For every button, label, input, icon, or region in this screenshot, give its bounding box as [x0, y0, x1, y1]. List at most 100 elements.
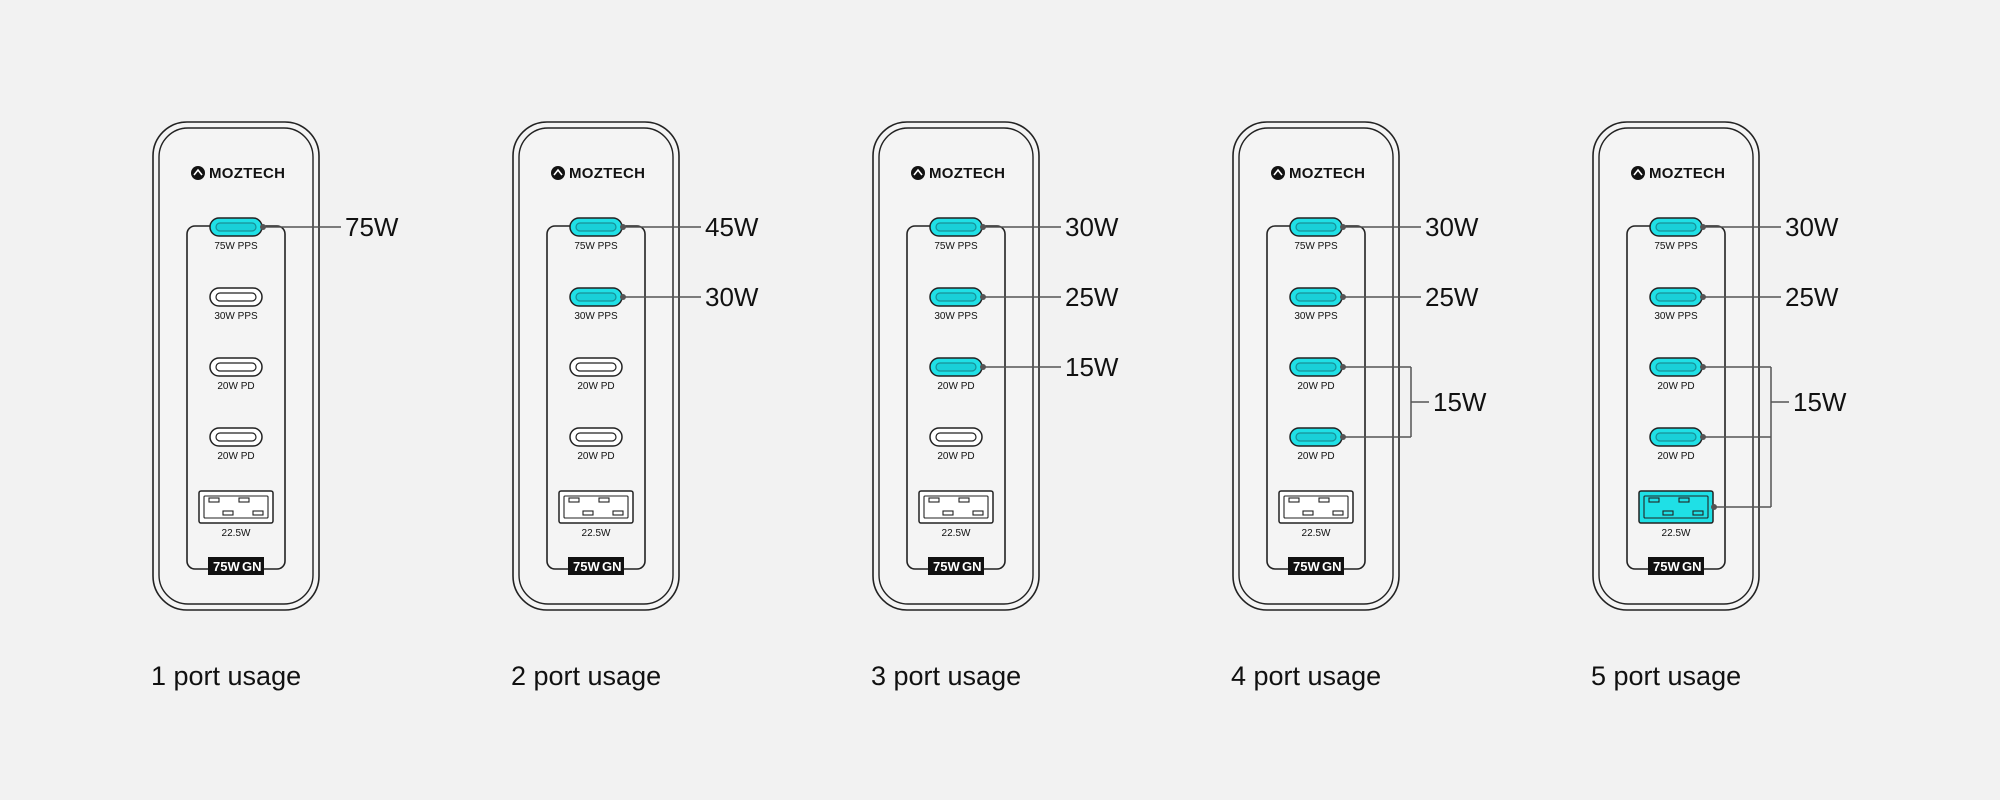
usb-a-pin [582, 510, 594, 516]
port-5: 22.5W [198, 490, 274, 539]
usb-a-pin [1678, 497, 1690, 503]
port-3: 20W PD [929, 357, 983, 392]
port-2: 30W PPS [1289, 287, 1343, 322]
port-label: 20W PD [217, 381, 254, 392]
port-4: 20W PD [209, 427, 263, 462]
port-label: 22.5W [1662, 528, 1691, 539]
badge-tech: GN [242, 559, 262, 574]
port-label: 22.5W [222, 528, 251, 539]
brand-name: MOZTECH [209, 165, 285, 182]
port-label: 30W PPS [1294, 311, 1338, 322]
output-watt: 75W [345, 212, 399, 242]
output-watt: 25W [1785, 282, 1839, 312]
usb-a-port-inner [563, 495, 629, 519]
usb-a-pin [612, 510, 624, 516]
output-2: 25W [980, 282, 1119, 312]
output-watt: 15W [1433, 387, 1487, 417]
usb-a-pin [252, 510, 264, 516]
port-5: 22.5W [918, 490, 994, 539]
brand-logo: MOZTECH [911, 165, 1005, 182]
output-watt: 25W [1065, 282, 1119, 312]
output-3: 15W [1700, 364, 1847, 510]
port-label: 20W PD [937, 381, 974, 392]
usb-c-port-tongue [575, 362, 617, 372]
output-2: 25W [1700, 282, 1839, 312]
usb-a-pin [1288, 497, 1300, 503]
output-2: 25W [1340, 282, 1479, 312]
brand-name: MOZTECH [569, 165, 645, 182]
output-watt: 30W [1785, 212, 1839, 242]
badge-tech: GN [602, 559, 622, 574]
usb-c-port-tongue [935, 432, 977, 442]
usb-c-port-tongue [1655, 362, 1697, 372]
badge-tech: GN [1682, 559, 1702, 574]
usb-c-port-tongue [1295, 362, 1337, 372]
usb-a-port-inner [1283, 495, 1349, 519]
badge-tech: GN [1322, 559, 1342, 574]
brand-logo: MOZTECH [1631, 165, 1725, 182]
port-1: 75W PPS [1289, 217, 1343, 252]
usb-a-port-inner [203, 495, 269, 519]
charger-body-inner [878, 127, 1034, 605]
moztech-logo-icon [551, 166, 565, 180]
output-watt: 15W [1065, 352, 1119, 382]
usb-c-port-tongue [575, 222, 617, 232]
badge-background [1288, 557, 1344, 575]
brand-logo: MOZTECH [1271, 165, 1365, 182]
usb-a-pin [942, 510, 954, 516]
port-1: 75W PPS [929, 217, 983, 252]
output-1: 30W [980, 212, 1119, 242]
port-3: 20W PD [1289, 357, 1343, 392]
usb-c-port-tongue [1655, 222, 1697, 232]
port-5: 22.5W [1638, 490, 1714, 539]
badge-watts: 75W [1653, 559, 1680, 574]
port-label: 20W PD [1297, 381, 1334, 392]
port-2: 30W PPS [569, 287, 623, 322]
usb-a-pin [568, 497, 580, 503]
port-label: 30W PPS [574, 311, 618, 322]
port-5: 22.5W [1278, 490, 1354, 539]
usb-a-pin [1662, 510, 1674, 516]
output-3: 15W [1340, 364, 1487, 440]
brand-logo: MOZTECH [551, 165, 645, 182]
port-3: 20W PD [1649, 357, 1703, 392]
usb-c-port-tongue [215, 432, 257, 442]
moztech-logo-mark [1273, 168, 1283, 176]
usb-c-port-tongue [935, 362, 977, 372]
port-4: 20W PD [929, 427, 983, 462]
moztech-logo-icon [911, 166, 925, 180]
usage-caption: 4 port usage [1231, 661, 1381, 691]
badge-watts: 75W [933, 559, 960, 574]
usb-a-pin [972, 510, 984, 516]
port-label: 20W PD [217, 451, 254, 462]
output-watt: 25W [1425, 282, 1479, 312]
port-label: 20W PD [937, 451, 974, 462]
port-label: 75W PPS [1654, 241, 1698, 252]
moztech-logo-mark [553, 168, 563, 176]
port-1: 75W PPS [209, 217, 263, 252]
usb-a-pin [928, 497, 940, 503]
usage-caption: 5 port usage [1591, 661, 1741, 691]
usb-a-pin [958, 497, 970, 503]
port-label: 22.5W [942, 528, 971, 539]
port-label: 30W PPS [1654, 311, 1698, 322]
moztech-logo-mark [193, 168, 203, 176]
output-watt: 30W [705, 282, 759, 312]
usage-caption: 2 port usage [511, 661, 661, 691]
badge-tech: GN [962, 559, 982, 574]
usb-a-pin [208, 497, 220, 503]
usb-a-pin [1648, 497, 1660, 503]
charger-body-inner [1598, 127, 1754, 605]
port-label: 20W PD [577, 451, 614, 462]
badge-watts: 75W [1293, 559, 1320, 574]
output-1: 75W [260, 212, 399, 242]
usb-c-port-tongue [575, 292, 617, 302]
port-label: 75W PPS [934, 241, 978, 252]
